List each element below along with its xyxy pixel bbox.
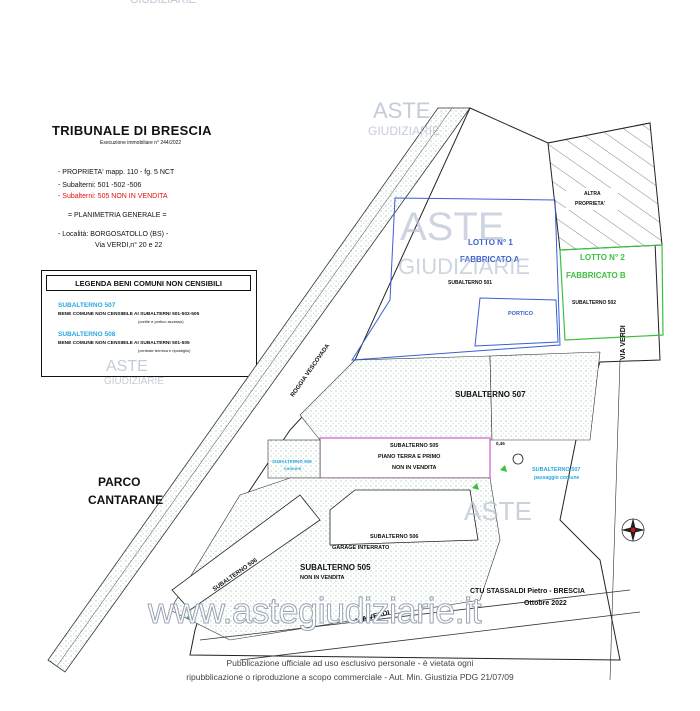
label-non-vendita: NON IN VENDITA: [300, 575, 345, 581]
legend-item1-desc: BENE COMUNE NON CENSIBILE AI SUBALTERNI …: [58, 312, 200, 317]
label-sub-508: SUBALTERNO 508: [272, 459, 312, 464]
label-sub-505-title: SUBALTERNO 505: [390, 443, 439, 449]
legend-item1-code: SUBALTERNO 507: [58, 302, 116, 309]
via-verdi-bottom-line2: [239, 611, 641, 661]
watermark-aste-2: ASTE: [400, 205, 505, 249]
label-altra: ALTRA: [584, 191, 601, 197]
info-address: Via VERDI,n° 20 e 22: [95, 242, 163, 249]
label-fabbricato-a: FABBRICATO A: [460, 255, 520, 264]
label-sub-505-big: SUBALTERNO 505: [300, 563, 371, 572]
label-dimension: 0,45: [496, 441, 505, 446]
legend-box: LEGENDA BENI COMUNI NON CENSIBILI SUBALT…: [41, 270, 257, 377]
watermark-aste-1: ASTE: [373, 98, 431, 123]
top-watermark: GIUDIZIARIE: [130, 0, 197, 6]
portico-outline: [474, 297, 559, 347]
label-garage: GARAGE INTERRATO: [332, 545, 390, 551]
execution-number: Esecuzione immobiliare n° 244/2022: [100, 140, 182, 146]
label-ctu: CTU STASSALDI Pietro - BRESCIA: [470, 588, 585, 595]
other-property-label-bg: [566, 188, 618, 210]
watermark-url: www.astegiudiziarie.it: [147, 590, 482, 632]
watermark-giudiziarie-3: GIUDIZIARIE: [104, 376, 165, 387]
info-subaltern: - Subalterni: 501 -502 -506: [58, 182, 142, 189]
label-lotto-1: LOTTO N° 1: [468, 238, 513, 247]
label-passaggio: passaggio comune: [534, 475, 580, 481]
label-fabbricato-b: FABBRICATO B: [566, 271, 626, 280]
legend-item2-note: (centrale termica e ripostiglio): [138, 348, 191, 353]
sub-506-strip: [171, 494, 321, 611]
label-via-verdi-right: VIA VERDI: [620, 325, 627, 360]
roggia-inner-line: [56, 107, 453, 667]
watermark-aste-3: ASTE: [106, 358, 148, 375]
watermark-giudiziarie-2: GIUDIZIARIE: [398, 254, 531, 279]
other-property: [547, 122, 663, 251]
info-property: - PROPRIETA' mapp. 110 - fg. 5 NCT: [58, 169, 175, 176]
page-title: TRIBUNALE DI BRESCIA: [52, 123, 212, 138]
legend-item2-desc: BENE COMUNE NON CENSIBILE AI SUBALTERNI …: [58, 341, 190, 346]
info-plan: = PLANIMETRIA GENERALE =: [68, 212, 167, 219]
sub-508-area: [267, 439, 321, 479]
via-verdi-bottom-line: [199, 589, 631, 641]
info-locality: - Località: BORGOSATOLLO (BS) -: [58, 231, 169, 238]
label-date: Ottobre 2022: [524, 600, 567, 607]
arrow-icon: [500, 465, 507, 472]
label-comune: comune: [284, 466, 302, 471]
lotto-1-outline: [351, 197, 561, 361]
legend-item1-note: (cortile e portico accesso): [138, 319, 184, 324]
label-sub-502: SUBALTERNO 502: [572, 300, 617, 306]
label-parco: PARCO: [98, 475, 141, 489]
watermark-giudiziarie-1: GIUDIZIARIE: [368, 124, 441, 138]
label-portico: PORTICO: [508, 311, 534, 317]
label-proprieta: PROPRIETA': [575, 201, 605, 207]
via-verdi-right-line: [609, 359, 621, 681]
footer-line-1: Pubblicazione ufficiale ad uso esclusivo…: [226, 658, 474, 668]
footer-line-2: ripubblicazione o riproduzione a scopo c…: [186, 672, 514, 682]
legend-item2-code: SUBALTERNO 508: [58, 331, 116, 338]
label-sub-505-line2: PIANO TERRA E PRIMO: [378, 454, 441, 460]
label-sub-501: SUBALTERNO 501: [448, 280, 493, 286]
lotto-2-outline: [559, 244, 664, 341]
garage-506: [329, 489, 479, 546]
legend-title: LEGENDA BENI COMUNI NON CENSIBILI: [46, 275, 251, 291]
courtyard-507-right: [489, 351, 601, 441]
label-sub-507-right: SUBALTERNO 507: [532, 467, 581, 473]
roggia-channel: [47, 107, 471, 673]
entrance-marker: [512, 453, 524, 465]
label-sub-507: SUBALTERNO 507: [455, 390, 526, 399]
arrow-icon-2: [472, 483, 479, 490]
label-sub-506-title: SUBALTERNO 506: [370, 534, 419, 540]
info-subaltern-not-sale: - Subalterni: 505 NON IN VENDITA: [58, 193, 168, 200]
arrow-icon-3: [186, 613, 193, 620]
label-cantarane: CANTARANE: [88, 493, 164, 507]
compass-icon: [621, 518, 645, 542]
watermark-aste-4: ASTE: [464, 496, 532, 526]
label-sub-505-line3: NON IN VENDITA: [392, 465, 437, 471]
label-lotto-2: LOTTO N° 2: [580, 253, 625, 262]
